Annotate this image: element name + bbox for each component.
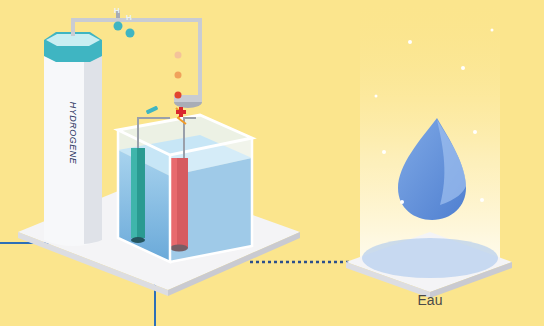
gas-pipe: [73, 20, 200, 95]
minus-sign: [146, 106, 159, 115]
bubble: [175, 72, 182, 79]
electrode-wire: [138, 118, 196, 158]
tank-label: HYDROGENE: [68, 102, 78, 165]
cathode-end: [131, 237, 145, 243]
hydrogen-tank: HYDROGENE: [44, 62, 102, 240]
tank-shade: [84, 52, 102, 244]
gas-pipe: [73, 10, 200, 95]
spark: [176, 108, 186, 124]
cell-glass: [170, 138, 252, 262]
bubble: [175, 92, 182, 99]
cathode: [131, 148, 137, 238]
atom-symbol: H: [114, 6, 120, 15]
bubble: [175, 52, 182, 59]
h-atom: [126, 29, 135, 38]
tank-cap: [44, 32, 102, 62]
plus-sign: [179, 107, 183, 117]
dotted-link: [250, 261, 360, 264]
h-atom: [114, 22, 123, 31]
sparkles: [375, 29, 494, 205]
atom-symbol: H: [126, 13, 132, 22]
tank-body: [44, 52, 102, 246]
caption-label: Eau: [418, 292, 443, 308]
water-drop-highlight: [437, 120, 466, 205]
water-pool: [362, 238, 498, 278]
glass-base: [346, 232, 512, 292]
water-drop: [398, 118, 466, 220]
water-glass: Eau: [350, 0, 510, 310]
glass-column: [360, 0, 500, 262]
cathode: [131, 148, 145, 238]
